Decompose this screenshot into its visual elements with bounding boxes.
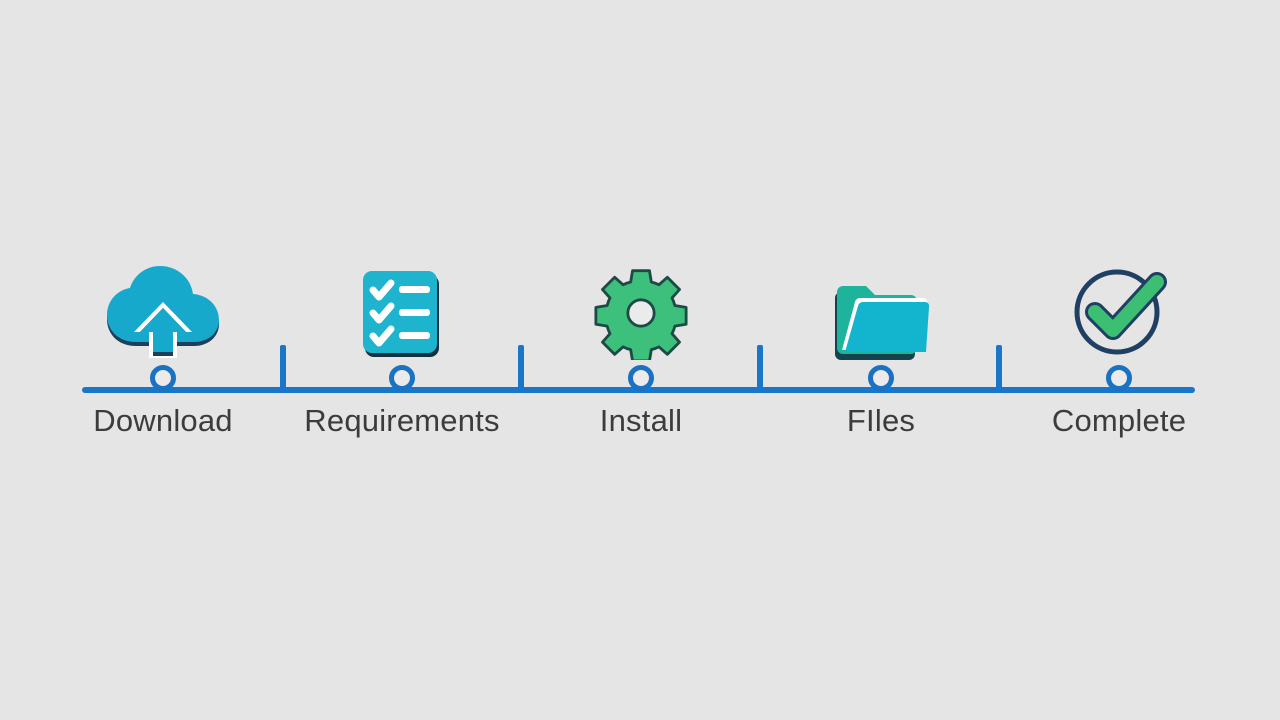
node-ring-icon [868, 365, 894, 391]
stage-label-complete: Complete [1051, 403, 1187, 438]
cloud-upload-icon [43, 255, 283, 360]
timeline-stage-files[interactable]: FIles [761, 255, 1001, 440]
check-circle-icon [999, 255, 1239, 360]
tick-between-requirements-install [518, 345, 524, 391]
timeline-node-download[interactable] [43, 360, 283, 396]
stage-label-download: Download [93, 403, 233, 438]
timeline-stage-install[interactable]: Install [521, 255, 761, 440]
tick-between-download-requirements [280, 345, 286, 391]
node-ring-icon [628, 365, 654, 391]
timeline-stage-requirements[interactable]: Requirements [282, 255, 522, 440]
timeline-node-files[interactable] [761, 360, 1001, 396]
timeline-node-requirements[interactable] [282, 360, 522, 396]
timeline-stage-download[interactable]: Download [43, 255, 283, 440]
node-ring-icon [1106, 365, 1132, 391]
open-folder-icon [761, 255, 1001, 360]
timeline-stage-complete[interactable]: Complete [999, 255, 1239, 440]
timeline-node-install[interactable] [521, 360, 761, 396]
node-ring-icon [150, 365, 176, 391]
gear-icon [521, 255, 761, 360]
timeline-node-complete[interactable] [999, 360, 1239, 396]
stage-label-requirements: Requirements [304, 403, 500, 438]
stage-label-install: Install [599, 403, 683, 438]
checklist-icon [282, 255, 522, 360]
tick-between-install-files [757, 345, 763, 391]
stage-label-files: FIles [846, 403, 916, 438]
tick-between-files-complete [996, 345, 1002, 391]
node-ring-icon [389, 365, 415, 391]
